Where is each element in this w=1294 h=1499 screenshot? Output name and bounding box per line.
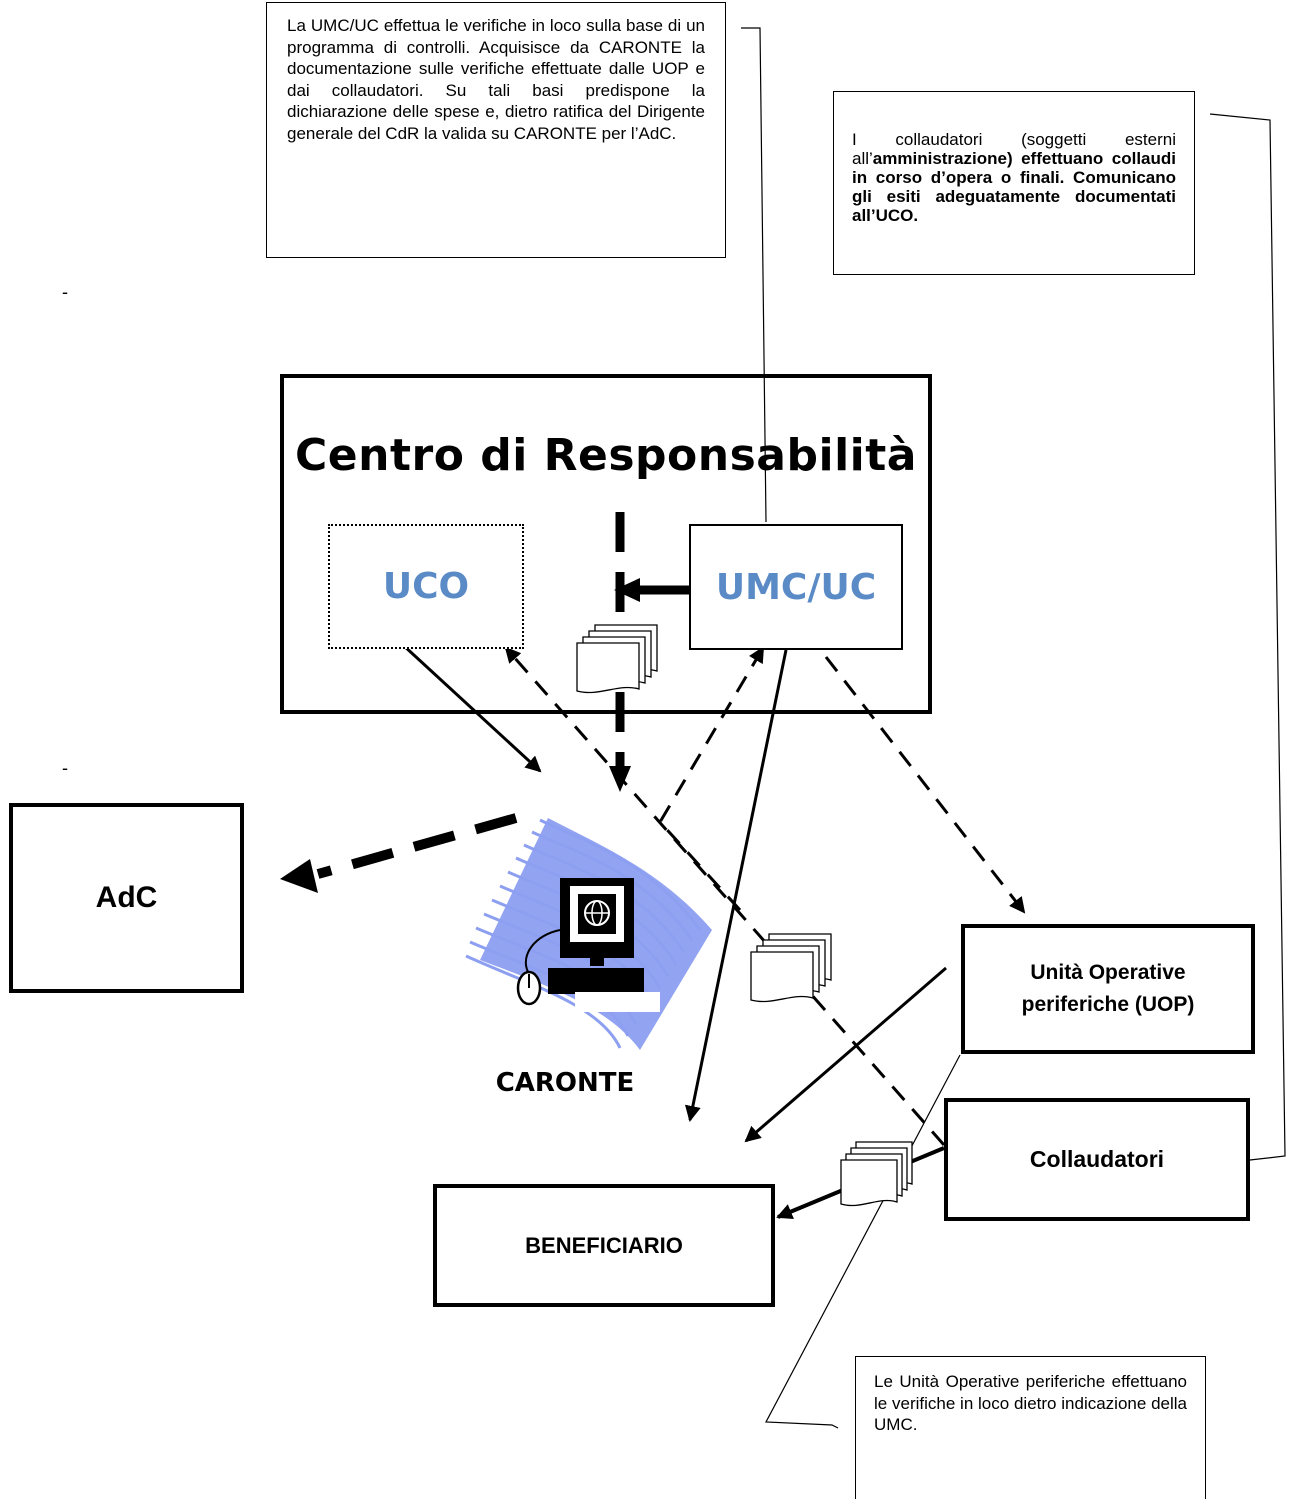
caronte-to-adc-arrow: [316, 813, 518, 879]
beneficiario-box: BENEFICIARIO: [433, 1184, 775, 1307]
document-stack-icon-1: [576, 624, 658, 694]
umc-to-uop-dash: [824, 656, 1026, 914]
collaudatori-note-plain: I collaudatori (soggetti esterni all’: [852, 130, 1176, 168]
caronte-label: CARONTE: [495, 1068, 635, 1098]
collaudatori-note-bold: amministrazione) effettuano collaudi in …: [852, 149, 1176, 225]
umc-note: La UMC/UC effettua le verifiche in loco …: [266, 2, 726, 258]
dash-mark-2: -: [62, 758, 68, 778]
collaudatori-note-connector: [1209, 113, 1286, 1161]
adc-arrowhead: [280, 859, 318, 893]
umc-note-text: La UMC/UC effettua le verifiche in loco …: [287, 16, 705, 143]
adc-box: AdC: [9, 803, 244, 993]
uop-label: Unità Operative periferiche (UOP): [1021, 961, 1195, 1016]
document-stack-icon-2: [750, 933, 832, 1003]
collaudatori-label: Collaudatori: [1029, 1146, 1165, 1172]
collaudatori-note: I collaudatori (soggetti esterni all’amm…: [833, 91, 1195, 275]
uco-label: UCO: [382, 566, 470, 607]
adc-label: AdC: [95, 881, 158, 914]
dash-mark-1: -: [62, 282, 68, 302]
centro-di-responsabilita-box: Centro di Responsabilità: [280, 374, 932, 714]
collaudatori-to-uco-dash: [504, 646, 946, 1146]
umc-note-connector: [741, 27, 767, 523]
umc-label: UMC/UC: [715, 566, 877, 608]
collaudatori-box: Collaudatori: [944, 1098, 1250, 1221]
umc-uc-box: UMC/UC: [689, 524, 903, 650]
centro-title: Centro di Responsabilità: [295, 430, 917, 481]
beneficiario-label: BENEFICIARIO: [525, 1232, 683, 1258]
caronte-to-umc-dash: [658, 646, 765, 912]
uop-box: Unità Operative periferiche (UOP): [961, 924, 1255, 1054]
uco-to-caronte-arrow: [401, 643, 542, 773]
computer-icon: [516, 878, 660, 1012]
uop-note-text: Le Unità Operative periferiche effettuan…: [874, 1372, 1187, 1434]
uco-box: UCO: [328, 524, 524, 649]
uop-to-beneficiario-arrow: [744, 966, 947, 1143]
uop-note-connector: [765, 1054, 961, 1429]
uop-note: Le Unità Operative periferiche effettuan…: [855, 1356, 1206, 1499]
document-stack-icon-3: [840, 1141, 913, 1207]
umc-to-beneficiario-arrow: [684, 649, 788, 1122]
